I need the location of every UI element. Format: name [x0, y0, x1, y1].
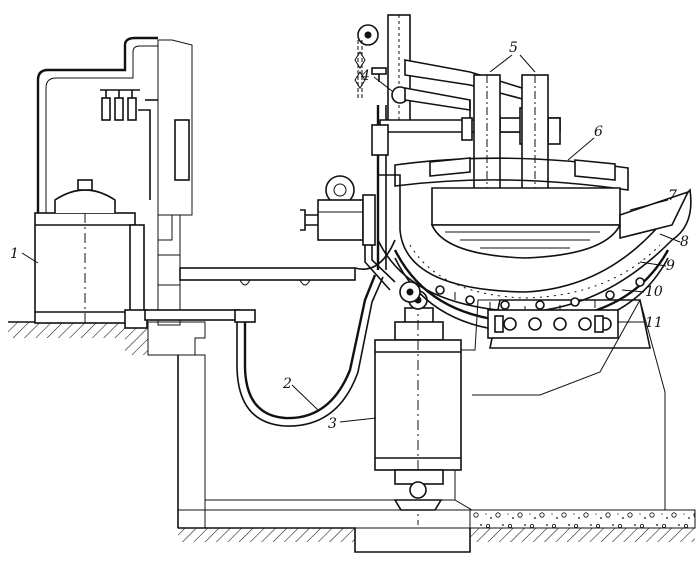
foundation	[8, 299, 696, 553]
label-4: 4	[360, 68, 370, 84]
hydraulic-pump-unit	[34, 36, 158, 329]
label-10: 10	[645, 284, 663, 300]
label-7: 7	[668, 188, 677, 204]
label-3: 3	[328, 416, 337, 432]
furnace-body	[377, 174, 692, 333]
flexible-hose	[236, 105, 387, 427]
label-2: 2	[282, 376, 292, 392]
label-8: 8	[680, 234, 689, 250]
tilt-cylinder	[374, 290, 462, 525]
label-11: 11	[645, 315, 663, 331]
label-9: 9	[666, 258, 675, 274]
pipe-lines	[144, 239, 396, 323]
label-1: 1	[10, 246, 19, 262]
label-5: 5	[509, 40, 518, 56]
furnace-roof	[394, 157, 629, 191]
rocker-rail	[487, 309, 619, 339]
back-wall	[157, 39, 193, 326]
label-6: 6	[594, 124, 603, 140]
leader-lines	[21, 54, 681, 423]
motor-unit	[300, 175, 376, 246]
